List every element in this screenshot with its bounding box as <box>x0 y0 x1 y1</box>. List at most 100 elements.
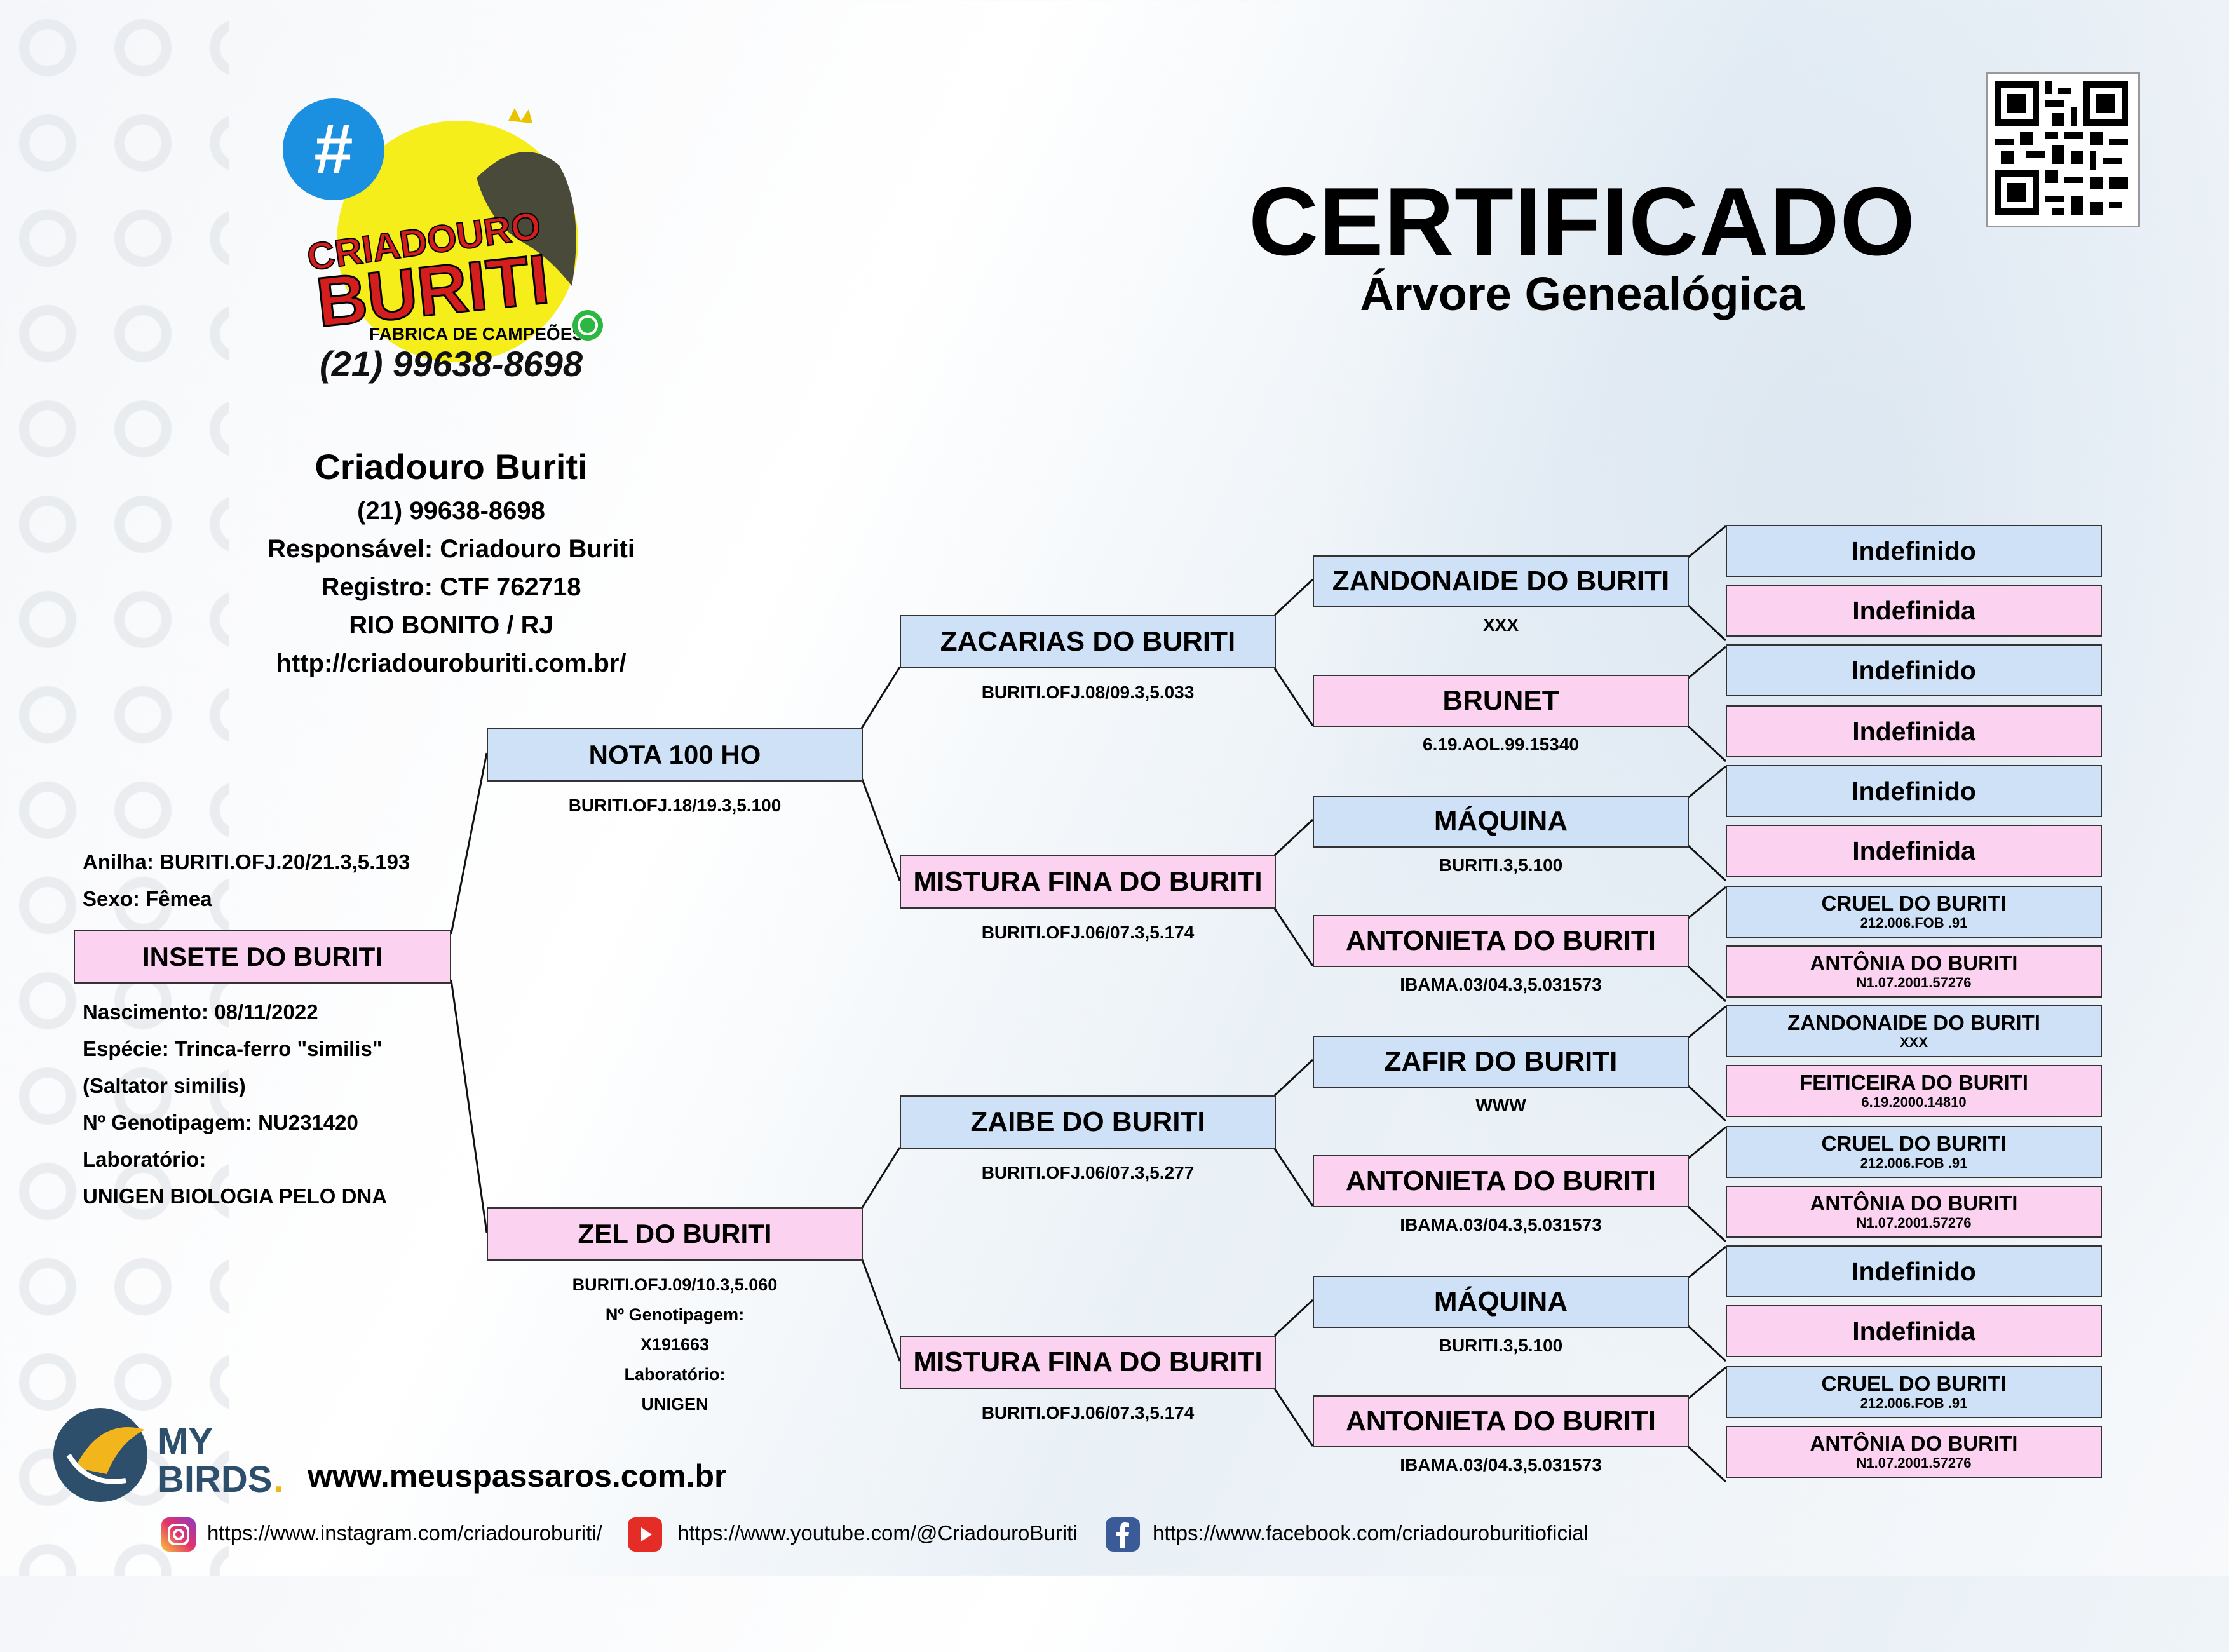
gen4-name: Indefinida <box>1852 1316 1975 1346</box>
facebook-icon[interactable] <box>1106 1517 1140 1552</box>
gen4-ring: 212.006.FOB .91 <box>1860 1395 1968 1411</box>
mother-details: BURITI.OFJ.09/10.3,5.060 Nº Genotipagem:… <box>487 1270 863 1419</box>
great-grandparent-box-2[interactable]: BRUNET <box>1313 675 1689 727</box>
youtube-link[interactable]: https://www.youtube.com/@CriadouroBuriti <box>677 1521 1078 1545</box>
breeder-cidade: RIO BONITO / RJ <box>349 611 553 639</box>
subject-nascimento: Nascimento: 08/11/2022 <box>83 1000 318 1024</box>
mother-geno: X191663 <box>640 1335 710 1354</box>
great-grandparent-ring: IBAMA.03/04.3,5.031573 <box>1400 1215 1602 1235</box>
subject-especie: Espécie: Trinca-ferro "similis" <box>83 1037 383 1060</box>
mother-box[interactable]: ZEL DO BURITI <box>487 1207 863 1261</box>
gen4-ring: N1.07.2001.57276 <box>1856 1455 1972 1471</box>
whatsapp-icon <box>572 310 603 341</box>
breeder-site[interactable]: http://criadouroburiti.com.br/ <box>276 649 627 677</box>
gen4-box-3[interactable]: Indefinido <box>1726 644 2102 696</box>
gen4-box-4[interactable]: Indefinida <box>1726 705 2102 757</box>
great-grandparent-box-5[interactable]: ZAFIR DO BURITI <box>1313 1036 1689 1088</box>
mother-lab: UNIGEN <box>641 1395 708 1414</box>
subject-anilha: Anilha: BURITI.OFJ.20/21.3,5.193 <box>83 850 410 874</box>
gen4-name: CRUEL DO BURITI <box>1821 1132 2007 1155</box>
gen4-name: ANTÔNIA DO BURITI <box>1810 951 2018 975</box>
grandparent-box-3[interactable]: ZAIBE DO BURITI <box>900 1095 1276 1149</box>
great-grandparent-name: MÁQUINA <box>1433 1286 1568 1317</box>
gen4-box-1[interactable]: Indefinido <box>1726 525 2102 577</box>
grandparent-box-2[interactable]: MISTURA FINA DO BURITI <box>900 855 1276 909</box>
gen4-name: FEITICEIRA DO BURITI <box>1799 1071 2028 1094</box>
grandparent-name: MISTURA FINA DO BURITI <box>913 1346 1263 1378</box>
breeder-info: Criadouro Buriti (21) 99638-8698 Respons… <box>229 442 674 682</box>
subject-info-bottom: Nascimento: 08/11/2022 Espécie: Trinca-f… <box>83 994 387 1215</box>
mybirds-logo: MY BIRDS . <box>50 1404 291 1506</box>
mother-lab-label: Laboratório: <box>624 1365 726 1384</box>
great-grandparent-ring: 6.19.AOL.99.15340 <box>1423 735 1579 754</box>
gen4-box-5[interactable]: Indefinido <box>1726 765 2102 817</box>
mybirds-url[interactable]: www.meuspassaros.com.br <box>308 1458 727 1494</box>
breeder-phone: (21) 99638-8698 <box>357 497 545 525</box>
great-grandparent-name: ANTONIETA DO BURITI <box>1345 1165 1657 1196</box>
great-grandparent-box-8[interactable]: ANTONIETA DO BURITI <box>1313 1395 1689 1447</box>
gen4-name: ZANDONAIDE DO BURITI <box>1787 1011 2040 1034</box>
father-box[interactable]: NOTA 100 HO <box>487 728 863 782</box>
great-grandparent-name: ZANDONAIDE DO BURITI <box>1332 565 1670 597</box>
qr-code-icon[interactable] <box>1986 72 2140 227</box>
gen4-name: Indefinido <box>1852 536 1976 565</box>
great-grandparent-name: ANTONIETA DO BURITI <box>1345 1405 1657 1437</box>
mybirds-dot: . <box>273 1459 283 1500</box>
gen4-box-6[interactable]: Indefinida <box>1726 825 2102 877</box>
certificate-subtitle: Árvore Genealógica <box>1360 267 1805 320</box>
gen4-name: ANTÔNIA DO BURITI <box>1810 1432 2018 1455</box>
pedigree-connectors <box>450 525 1727 1483</box>
gen4-ring: N1.07.2001.57276 <box>1856 1215 1972 1231</box>
great-grandparent-box-1[interactable]: ZANDONAIDE DO BURITI <box>1313 555 1689 607</box>
instagram-link[interactable]: https://www.instagram.com/criadouroburit… <box>207 1521 602 1545</box>
subject-genotipagem: Nº Genotipagem: NU231420 <box>83 1111 358 1134</box>
certificate-title: CERTIFICADO <box>1249 168 1916 276</box>
logo-phone: (21) 99638-8698 <box>320 344 583 384</box>
grandparent-box-4[interactable]: MISTURA FINA DO BURITI <box>900 1336 1276 1389</box>
great-grandparent-ring: WWW <box>1475 1095 1526 1115</box>
mybirds-line2: BIRDS <box>158 1459 272 1500</box>
gen4-name: Indefinida <box>1852 595 1975 625</box>
great-grandparent-name: ANTONIETA DO BURITI <box>1345 925 1657 956</box>
mother-ring: BURITI.OFJ.09/10.3,5.060 <box>572 1275 778 1294</box>
great-grandparent-box-3[interactable]: MÁQUINA <box>1313 796 1689 848</box>
grandparent-name: MISTURA FINA DO BURITI <box>913 866 1263 897</box>
gen4-ring: 212.006.FOB .91 <box>1860 1155 1968 1171</box>
gen4-box-2[interactable]: Indefinida <box>1726 585 2102 637</box>
gen4-box-14[interactable]: Indefinida <box>1726 1305 2102 1357</box>
gen4-name: ANTÔNIA DO BURITI <box>1810 1191 2018 1215</box>
youtube-icon[interactable] <box>628 1517 662 1552</box>
decorative-pattern <box>0 0 229 1576</box>
gen4-box-13[interactable]: Indefinido <box>1726 1245 2102 1297</box>
great-grandparent-box-6[interactable]: ANTONIETA DO BURITI <box>1313 1155 1689 1207</box>
great-grandparent-ring: BURITI.3,5.100 <box>1439 1336 1563 1355</box>
facebook-link[interactable]: https://www.facebook.com/criadouroburiti… <box>1153 1521 1589 1545</box>
gen4-name: Indefinido <box>1852 655 1976 685</box>
grandparent-name: ZAIBE DO BURITI <box>970 1106 1205 1137</box>
grandparent-box-1[interactable]: ZACARIAS DO BURITI <box>900 615 1276 668</box>
criadouro-logo: # CRIADOURO BURITI FABRICA DE CAMPEÕES (… <box>267 95 623 394</box>
gen4-ring: 212.006.FOB .91 <box>1860 915 1968 931</box>
gen4-name: Indefinido <box>1852 776 1976 806</box>
great-grandparent-ring: IBAMA.03/04.3,5.031573 <box>1400 1455 1602 1475</box>
grandparent-ring: BURITI.OFJ.06/07.3,5.277 <box>981 1163 1195 1182</box>
instagram-icon[interactable] <box>161 1517 196 1552</box>
logo-tagline: FABRICA DE CAMPEÕES <box>369 324 584 344</box>
subject-box[interactable]: INSETE DO BURITI <box>74 930 451 984</box>
gen4-name: Indefinida <box>1852 836 1975 865</box>
breeder-name: Criadouro Buriti <box>315 447 588 487</box>
great-grandparent-box-4[interactable]: ANTONIETA DO BURITI <box>1313 915 1689 967</box>
great-grandparent-box-7[interactable]: MÁQUINA <box>1313 1276 1689 1328</box>
subject-laboratorio: UNIGEN BIOLOGIA PELO DNA <box>83 1184 388 1208</box>
gen4-ring: XXX <box>1899 1034 1928 1050</box>
mybirds-line1: MY <box>158 1421 213 1462</box>
subject-sexo: Sexo: Fêmea <box>83 887 212 911</box>
